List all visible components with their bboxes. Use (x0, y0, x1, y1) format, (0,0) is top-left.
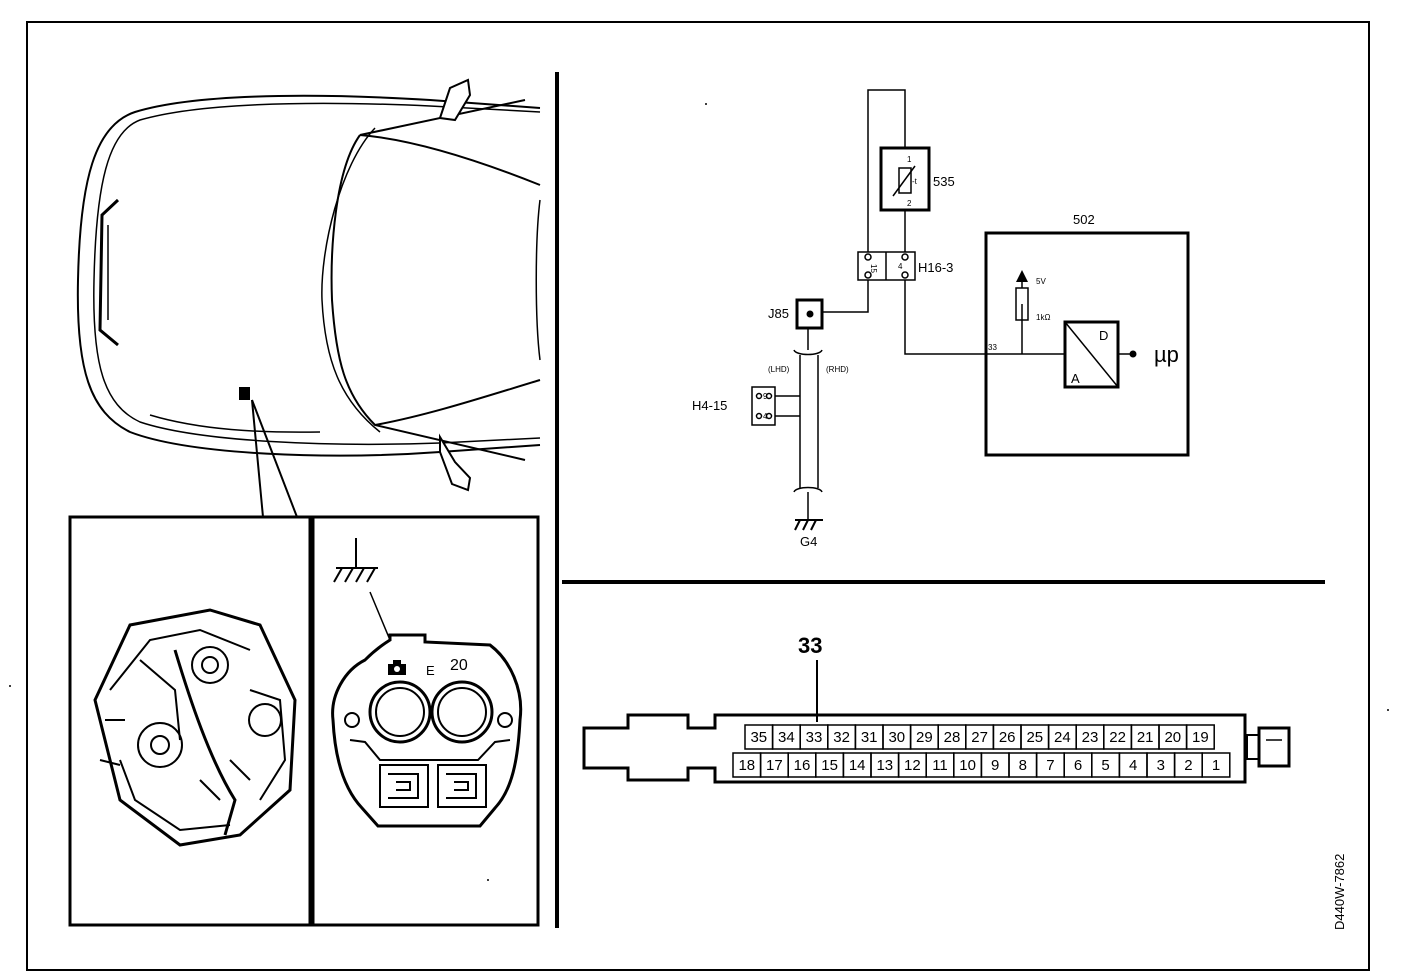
sensor-label: 535 (933, 174, 955, 189)
ground-symbol (794, 519, 823, 531)
converter-out: D (1099, 328, 1108, 343)
scan-speckles (9, 103, 1389, 881)
pin-label: 8 (1019, 757, 1027, 774)
pin-label: 2 (1184, 757, 1192, 774)
pin-label: 27 (971, 729, 988, 746)
ground-symbol-top (333, 538, 391, 641)
ground-label: G4 (800, 534, 817, 549)
pin-label: 31 (861, 729, 878, 746)
connector-mark-e: E (426, 663, 435, 678)
reference-code: D440W-7862 (1332, 854, 1347, 930)
connector-mark-number: 20 (450, 657, 468, 674)
pin-cell (1185, 724, 1215, 750)
pin-label: 20 (1164, 729, 1181, 746)
pin-label: 13 (876, 757, 893, 774)
pullup-resistor (1015, 287, 1029, 321)
supply-label: 5V (1036, 277, 1046, 286)
callout-line-right (251, 399, 298, 518)
callout-line-left (251, 399, 264, 518)
pin-label: 5 (1101, 757, 1109, 774)
pin-label: 9 (991, 757, 999, 774)
gearbox-inset-box (68, 515, 312, 927)
pin-label: 11 (932, 757, 948, 774)
lhd-label: (LHD) (768, 365, 790, 374)
pin-label: 1 (1212, 757, 1220, 774)
connector-h4-label: H4-15 (692, 398, 727, 413)
pin-label: 16 (794, 757, 811, 774)
gearbox-illustration (93, 608, 297, 847)
pin-label: 6 (1074, 757, 1082, 774)
connector-face (331, 633, 523, 828)
pin-label: 7 (1046, 757, 1054, 774)
connector-h16 (857, 251, 916, 281)
component-location-marker (239, 387, 250, 400)
sensor-pin-2: 2 (907, 199, 912, 208)
connector-h4 (751, 386, 776, 426)
h4-pin-bottom: 4 (763, 412, 768, 421)
h4-pin-top: 9 (763, 392, 768, 401)
pin-label: 26 (999, 729, 1016, 746)
pin-label: 34 (778, 729, 795, 746)
junction-label: J85 (768, 306, 789, 321)
junction-j85 (795, 298, 824, 330)
camera-icon (388, 660, 406, 675)
pin-label: 33 (806, 729, 823, 746)
pin-label: 10 (959, 757, 976, 774)
connector-inset-box (311, 515, 540, 927)
pin-label: 35 (750, 729, 767, 746)
supply-arrow (1016, 270, 1028, 282)
pin-label: 21 (1137, 729, 1154, 746)
pin-label: 23 (1082, 729, 1099, 746)
sensor-pin-1: 1 (907, 155, 912, 164)
pin-label: 18 (738, 757, 755, 774)
h16-pin-right: 4 (898, 262, 903, 271)
pin-cell (1201, 752, 1231, 778)
schematic-wires (775, 89, 1133, 520)
micro-label: µp (1154, 342, 1179, 367)
pin-label: 24 (1054, 729, 1071, 746)
pin-label: 22 (1109, 729, 1126, 746)
pin-label: 25 (1026, 729, 1043, 746)
highlight-pin-label: 33 (798, 633, 822, 658)
converter-in: A (1071, 371, 1080, 386)
pin-label: 12 (904, 757, 921, 774)
pin-label: 30 (888, 729, 905, 746)
pin-label: 32 (833, 729, 850, 746)
ecu-input-pin: 33 (988, 343, 997, 352)
ecu-502-box (984, 231, 1190, 457)
h16-pin-left: 15 (869, 264, 878, 273)
pin-label: 29 (916, 729, 933, 746)
pin-label: 19 (1192, 729, 1209, 746)
ecu-label: 502 (1073, 212, 1095, 227)
connector-h16-label: H16-3 (918, 260, 953, 275)
resistor-label: 1kΩ (1036, 313, 1050, 322)
pin-label: 28 (944, 729, 961, 746)
pin-label: 4 (1129, 757, 1137, 774)
car-top-view (76, 78, 541, 492)
temperature-sensor-535 (879, 146, 931, 212)
sensor-symbol: -t (912, 177, 918, 186)
pin-label: 14 (849, 757, 866, 774)
connector-body (582, 713, 1291, 784)
pin-label: 15 (821, 757, 838, 774)
rhd-label: (RHD) (826, 365, 849, 374)
outer-frame (26, 21, 1370, 971)
pin-label: 3 (1157, 757, 1165, 774)
ad-converter (1063, 320, 1137, 389)
pin-label: 17 (766, 757, 783, 774)
